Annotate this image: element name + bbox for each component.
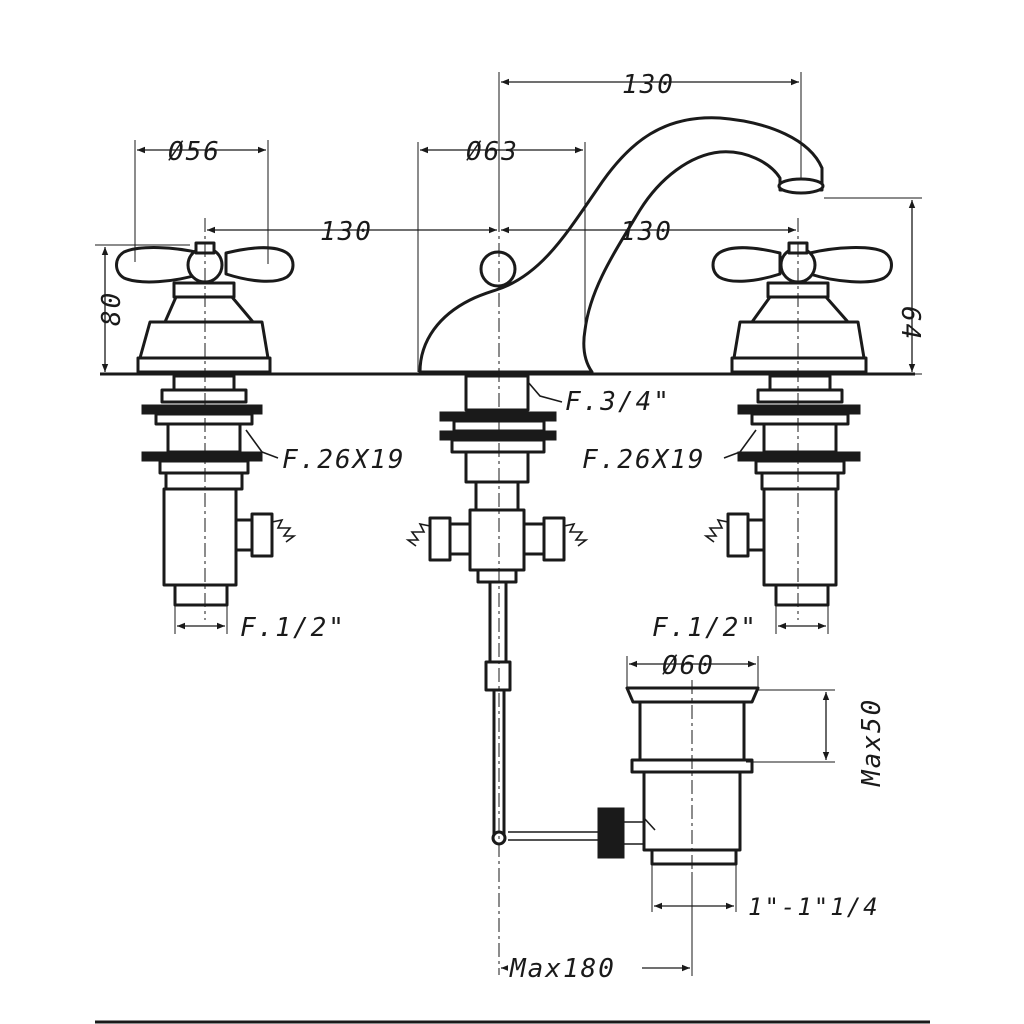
dim-spout-height: 64 (824, 197, 925, 375)
center-right-label: 130 (620, 217, 673, 247)
dim-rod-length: Max180 (501, 872, 693, 984)
leader-valve-thread-right: F.26X19 (582, 429, 757, 475)
right-valve-body (703, 374, 861, 607)
drain-height-label: Max50 (857, 698, 887, 787)
inlet-right-label: F.1/2" (652, 613, 758, 643)
spout-base-diameter-label: Ø63 (466, 137, 519, 167)
inlet-left-label: F.1/2" (240, 613, 346, 643)
dim-drain-diameter: Ø60 (626, 651, 759, 690)
dim-inlet-left: F.1/2" (174, 605, 346, 643)
spout-height-label: 64 (895, 306, 925, 341)
dim-drain-thread: 1"-1"1/4 (651, 864, 880, 921)
handle-height-label: 80 (97, 291, 127, 326)
rod-length-label: Max180 (509, 954, 616, 984)
dim-handle-height: 80 (95, 244, 190, 372)
spout-reach-label: 130 (622, 70, 675, 100)
dim-spout-reach: 130 (498, 70, 802, 218)
valve-thread-right-label: F.26X19 (582, 445, 706, 475)
spout-thread-label: F.3/4" (565, 387, 671, 417)
leader-valve-thread-left: F.26X19 (245, 429, 406, 475)
dim-drain-height: Max50 (746, 689, 887, 787)
dim-inlet-right: F.1/2" (652, 605, 829, 643)
spout (418, 116, 825, 374)
dim-handle-diameter: Ø56 (134, 137, 269, 264)
center-left-label: 130 (320, 217, 373, 247)
center-body (405, 374, 589, 846)
right-handle (711, 241, 893, 374)
drain-thread-label: 1"-1"1/4 (748, 893, 880, 921)
pop-up-drain (508, 686, 760, 866)
dim-spout-base-diameter: Ø63 (417, 137, 586, 372)
drain-diameter-label: Ø60 (662, 651, 715, 681)
valve-thread-left-label: F.26X19 (282, 445, 406, 475)
left-valve-body (141, 374, 297, 607)
leader-spout-thread: F.3/4" (527, 381, 671, 417)
left-handle (115, 241, 295, 374)
dim-center-spacing: 130 130 (207, 217, 796, 247)
handle-diameter-label: Ø56 (168, 137, 221, 167)
